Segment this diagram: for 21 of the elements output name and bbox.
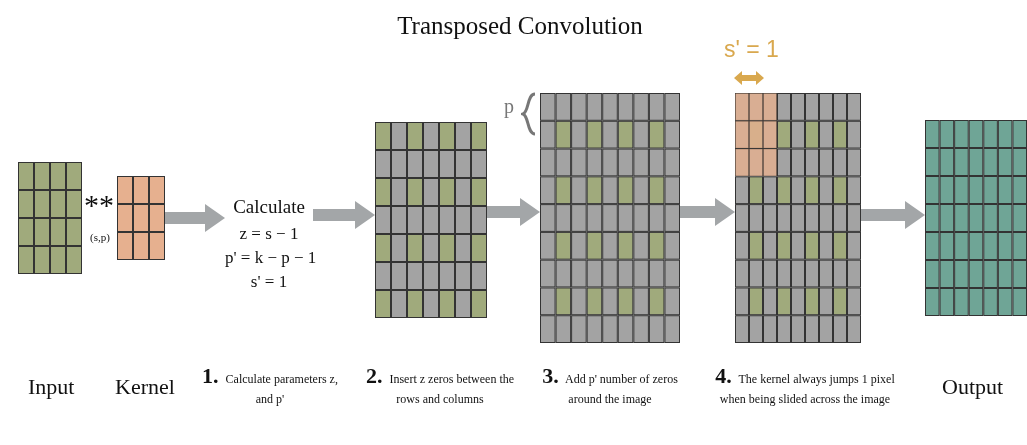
heading-text: Calculate xyxy=(232,195,306,219)
step-caption: 4. The kernel always jumps 1 pixel when being slided across the image xyxy=(715,366,895,408)
step-caption: 2. Insert z zeros between the rows and columns xyxy=(365,366,515,408)
formula-text: p' = k − p − 1 xyxy=(225,247,313,269)
stride-label: s' = 1 xyxy=(724,38,779,61)
formula-text: s' = 1 xyxy=(249,271,289,293)
padding-label: p xyxy=(504,96,514,116)
caption-label: Kernel xyxy=(115,376,175,398)
block-arrow xyxy=(680,198,735,226)
step-caption: 3. Add p' number of zeros around the image xyxy=(541,366,679,408)
formula-text: z = s − 1 xyxy=(238,223,300,245)
block-arrow xyxy=(487,198,540,226)
diagram-title: Transposed Convolution xyxy=(396,12,644,40)
parameter-label: (s,p) xyxy=(90,232,110,243)
caption-label: Output xyxy=(942,376,1004,398)
caption-label: Input xyxy=(28,376,75,398)
operator-symbol: ** xyxy=(84,190,114,220)
block-arrow xyxy=(313,201,375,229)
block-arrow xyxy=(165,204,225,232)
block-arrow xyxy=(861,201,925,229)
step-caption: 1. Calculate parameters z, and p' xyxy=(201,366,339,408)
